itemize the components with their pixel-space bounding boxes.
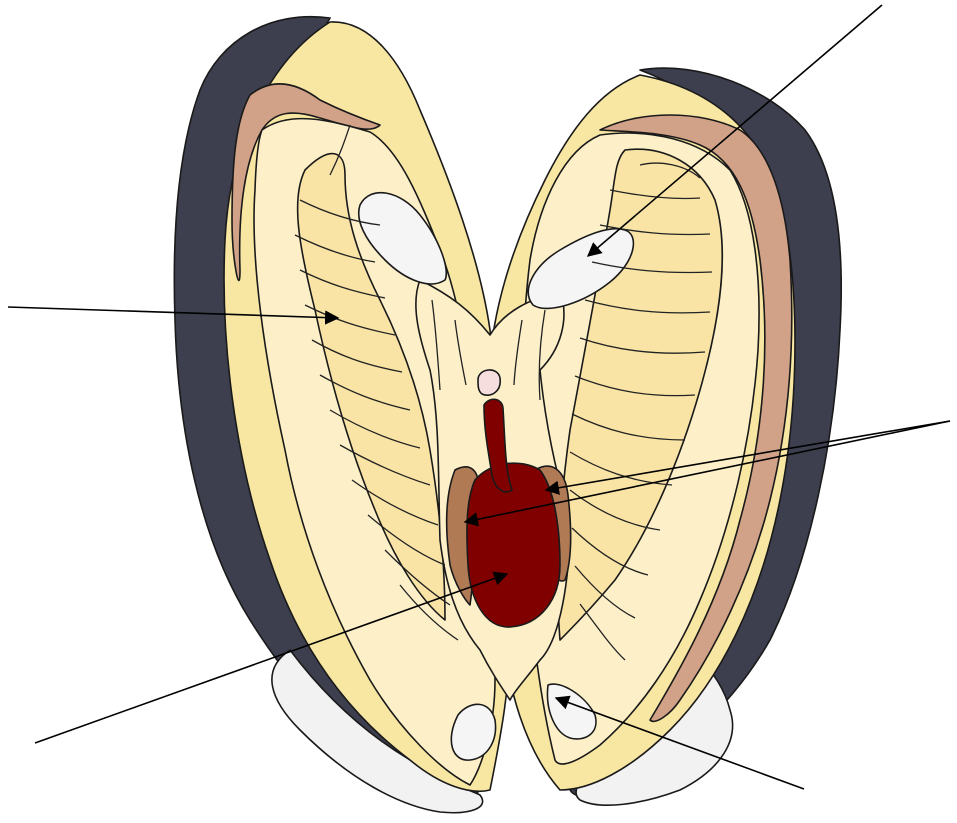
foot (467, 463, 560, 627)
mouth (478, 370, 500, 395)
